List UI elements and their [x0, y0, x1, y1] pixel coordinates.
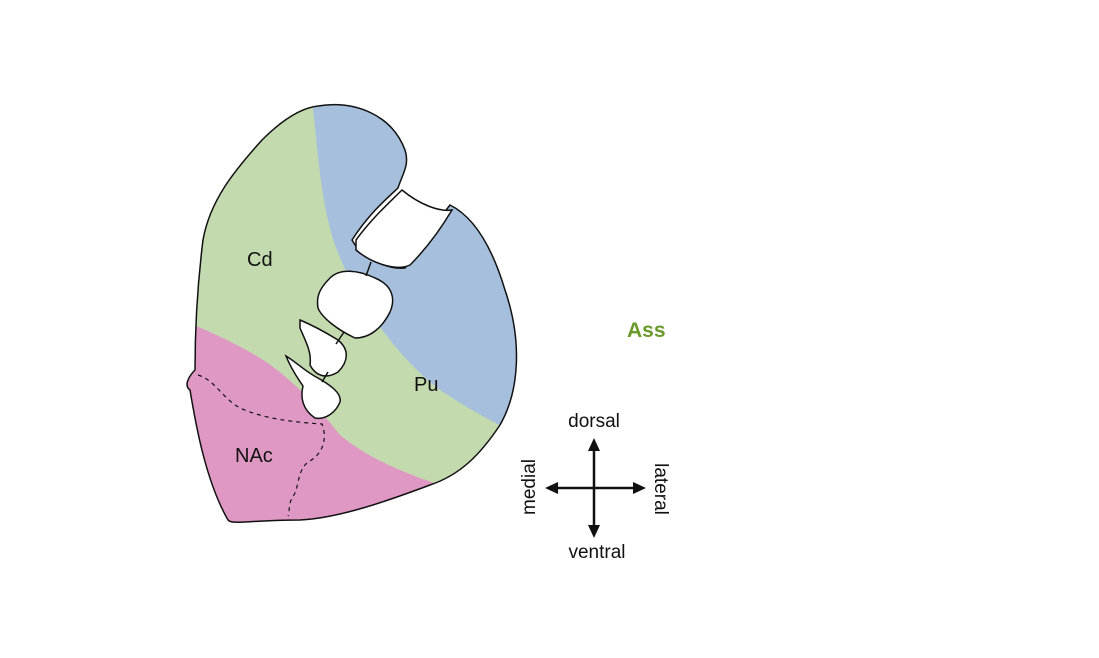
accumbens-label: NAc	[235, 445, 273, 467]
associative-label: Ass	[627, 319, 666, 342]
putamen-label: Pu	[414, 374, 438, 396]
medial-label: medial	[519, 459, 540, 515]
capsule-strands	[321, 261, 372, 383]
capsule-gap-1	[355, 188, 454, 269]
dorsal-label: dorsal	[568, 411, 620, 432]
arrow-down-icon	[588, 525, 600, 538]
limbic-zone	[187, 310, 440, 523]
nac-boundary-dashed	[197, 374, 325, 517]
arrow-left-icon	[545, 482, 558, 494]
lateral-label: lateral	[650, 463, 671, 515]
capsule-gap-3	[299, 318, 347, 377]
internal-capsule	[284, 188, 454, 420]
associative-label-clip: Ass	[627, 319, 666, 342]
striatum-outline	[186, 104, 518, 523]
caudate-label: Cd	[247, 249, 273, 271]
orientation-compass: dorsal ventral medial lateral	[519, 411, 671, 563]
arrow-right-icon	[633, 482, 646, 494]
arrow-up-icon	[588, 438, 600, 451]
capsule-gap-4	[284, 354, 341, 420]
ventral-label: ventral	[568, 542, 625, 563]
capsule-gap-2	[316, 270, 394, 339]
